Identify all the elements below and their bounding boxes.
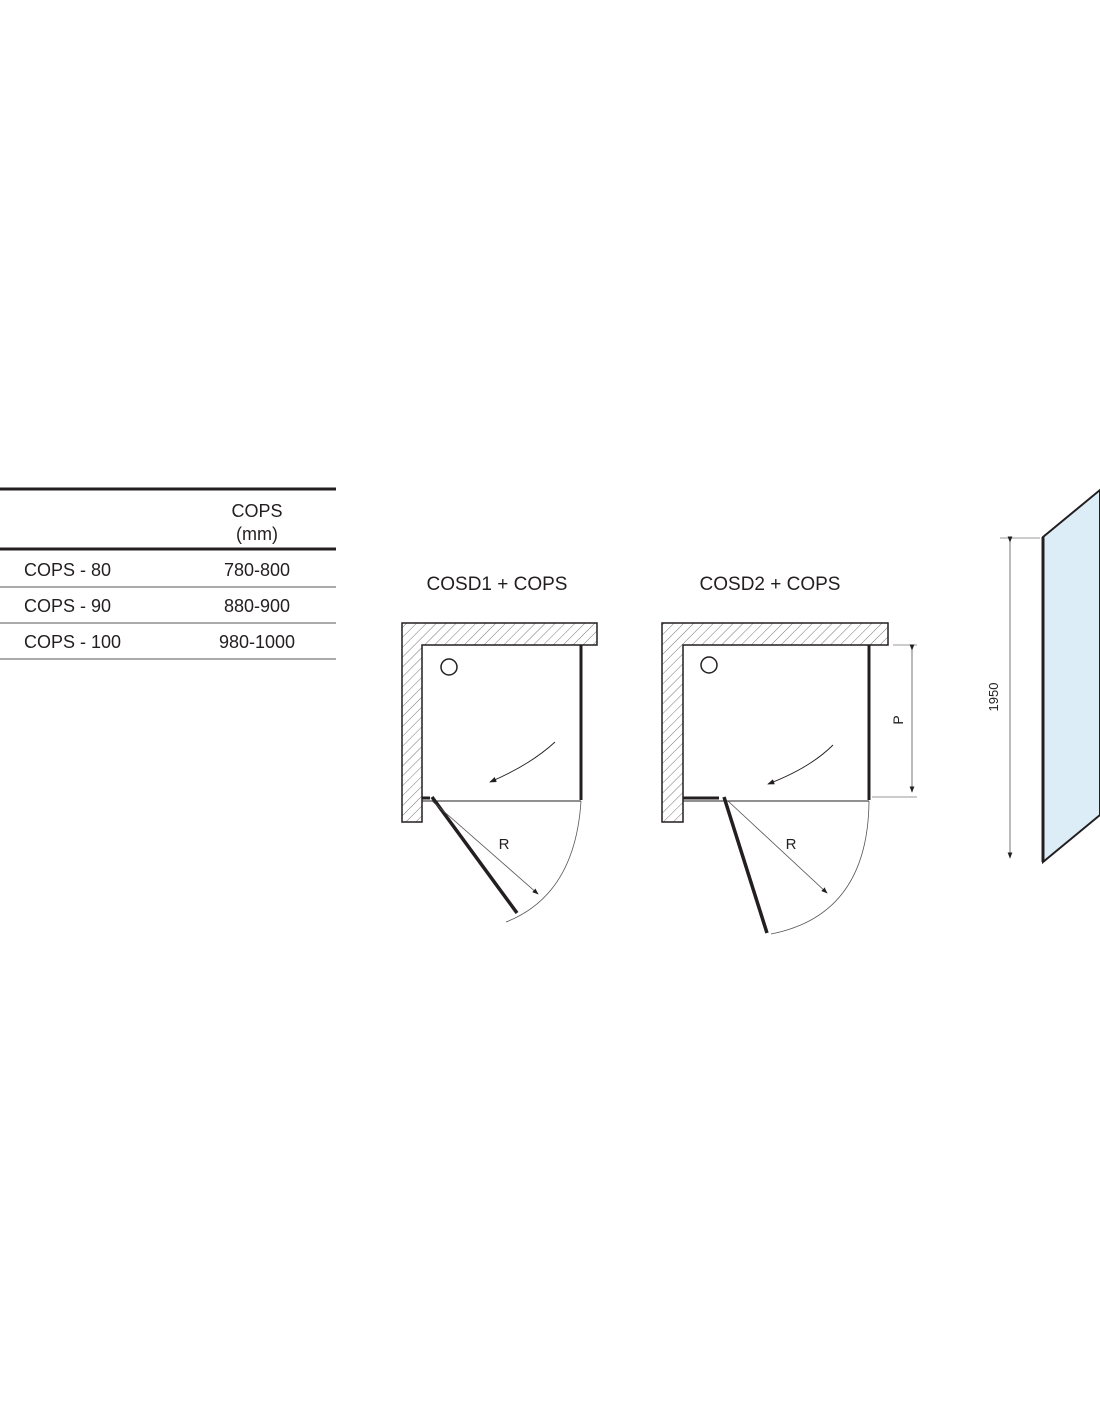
diagram-title: COSD2 + COPS: [700, 574, 841, 595]
row-range: 880-900: [224, 596, 290, 616]
swing-direction-arrow: [767, 744, 834, 785]
diagram-title: COSD1 + COPS: [427, 574, 568, 595]
radius-arrow: [431, 800, 539, 895]
row-range: 980-1000: [219, 632, 295, 652]
drain-icon: [700, 656, 718, 674]
header-cops: COPS: [231, 501, 282, 521]
swing-arc: [770, 800, 870, 935]
table-row: COPS - 100 980-1000: [0, 632, 336, 660]
door-open: [430, 795, 519, 915]
panel-perspective: 1950: [986, 488, 1100, 865]
wall: [401, 622, 598, 823]
height-label: 1950: [986, 683, 1001, 712]
door-open: [722, 796, 769, 934]
row-model: COPS - 100: [24, 632, 121, 652]
row-model: COPS - 80: [24, 560, 111, 580]
radius-arrow: [727, 800, 828, 894]
radius-label: R: [499, 836, 510, 853]
swing-direction-arrow: [489, 741, 556, 783]
diagram-cosd2-cops: COSD2 + COPS R P: [661, 574, 917, 935]
size-table: COPS (mm) COPS - 80 780-800 COPS - 90 88…: [0, 487, 336, 660]
depth-label: P: [890, 715, 906, 724]
row-model: COPS - 90: [24, 596, 111, 616]
header-unit: (mm): [236, 524, 278, 544]
glass-panel: [1042, 488, 1100, 865]
table-row: COPS - 90 880-900: [0, 596, 336, 624]
diagram-cosd1-cops: COSD1 + COPS R: [401, 574, 598, 923]
wall: [661, 622, 889, 823]
radius-label: R: [786, 836, 797, 853]
table-row: COPS - 80 780-800: [0, 560, 336, 588]
drain-icon: [440, 658, 458, 676]
swing-arc: [505, 800, 582, 923]
row-range: 780-800: [224, 560, 290, 580]
